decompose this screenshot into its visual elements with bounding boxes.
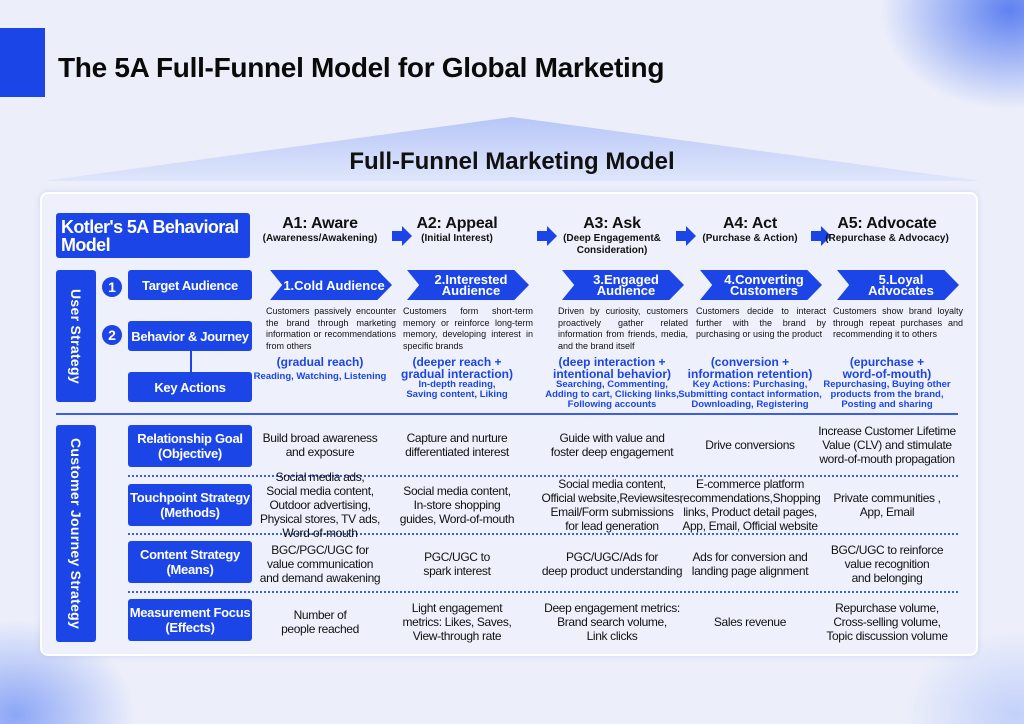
journey-cell: Number of people reached	[281, 608, 359, 636]
journey-cell: BGC/UGC to reinforce value recognition a…	[830, 543, 944, 585]
key-actions-label: Key Actions	[128, 372, 252, 402]
key-actions-text: In-depth reading, Saving content, Liking	[406, 379, 508, 400]
journey-cell: Light engagement metrics: Likes, Saves, …	[402, 601, 512, 643]
connector-line	[190, 350, 192, 372]
stage-subtitle: (Repurchase & Advocacy)	[825, 233, 949, 244]
journey-cell: Increase Customer Lifetime Value (CLV) a…	[818, 424, 956, 466]
section-divider	[56, 413, 958, 415]
key-actions-text: Key Actions: Purchasing, Submitting cont…	[678, 379, 822, 410]
behavior-journey-label: Behavior & Journey	[128, 321, 252, 351]
stage-subtitle: (Purchase & Action)	[702, 233, 798, 244]
audience-emphasis: (gradual reach)	[276, 355, 364, 369]
journey-cell: Social media content, Official website,R…	[541, 477, 683, 533]
audience-emphasis: (deeper reach + gradual interaction)	[400, 355, 513, 381]
step-number-badge: 2	[102, 325, 122, 345]
stage-title: A5: Advocate	[837, 215, 937, 232]
stage-header: A5: Advocate (Repurchase & Advocacy)	[812, 215, 962, 245]
stage-header: A3: Ask (Deep Engagement& Consideration)	[537, 215, 687, 257]
audience-chevron: 2.Interested Audience	[407, 270, 529, 300]
arrow-right-icon	[392, 226, 412, 246]
stage-title: A4: Act	[722, 215, 777, 232]
key-actions-text: Searching, Commenting, Adding to cart, C…	[545, 379, 679, 410]
journey-row-label: Measurement Focus (Effects)	[128, 599, 252, 641]
stage-header: A2: Appeal (Initial Interest)	[382, 215, 532, 245]
journey-cell: BGC/PGC/UGC for value communication and …	[259, 543, 381, 585]
journey-cell: Social media content, In-store shopping …	[399, 484, 515, 526]
journey-row-label: Touchpoint Strategy (Methods)	[128, 484, 252, 526]
journey-cell: E-commerce platform recommendations,Shop…	[679, 477, 821, 533]
audience-description: Customers passively encounter the brand …	[266, 306, 396, 351]
audience-description: Customers form short-term memory or rein…	[403, 306, 533, 351]
step-number-badge: 1	[102, 277, 122, 297]
journey-row-label: Content Strategy (Means)	[128, 541, 252, 583]
audience-description: Driven by curiosity, customers proactive…	[558, 306, 688, 351]
page-title: The 5A Full-Funnel Model for Global Mark…	[58, 52, 665, 83]
customer-journey-label: Customer Journey Strategy	[56, 425, 96, 642]
arrow-right-icon	[537, 226, 557, 246]
key-actions-text: Repurchasing, Buying other products from…	[823, 379, 951, 410]
journey-cell: Guide with value and foster deep engagem…	[550, 431, 674, 459]
roof-shape	[44, 117, 981, 181]
journey-cell: Capture and nurture differentiated inter…	[405, 431, 509, 459]
model-label: Kotler's 5A Behavioral Model	[56, 213, 250, 258]
stage-header: A4: Act (Purchase & Action)	[675, 215, 825, 245]
audience-chevron: 1.Cold Audience	[270, 270, 392, 300]
audience-emphasis: (conversion + information retention)	[687, 355, 813, 381]
journey-row-label: Relationship Goal (Objective)	[128, 425, 252, 467]
journey-cell: Private communities , App, Email	[833, 491, 941, 519]
stage-subtitle: (Deep Engagement& Consideration)	[563, 233, 661, 256]
stage-subtitle: (Initial Interest)	[421, 233, 493, 244]
audience-emphasis: (deep interaction + intentional behavior…	[552, 355, 671, 381]
journey-cell: Repurchase volume, Cross-selling volume,…	[826, 601, 948, 643]
key-actions-text: Reading, Watching, Listening	[253, 371, 387, 382]
audience-description: Customers decide to interact further wit…	[696, 306, 826, 339]
audience-chevron: 5.Loyal Advocates	[837, 270, 959, 300]
stage-header: A1: Aware (Awareness/Awakening)	[245, 215, 395, 245]
journey-cell: Sales revenue	[713, 615, 787, 629]
row-divider	[128, 591, 958, 593]
row-divider	[128, 533, 958, 535]
title-accent-bar	[0, 28, 45, 97]
stage-subtitle: (Awareness/Awakening)	[262, 233, 378, 244]
stage-title: A3: Ask	[583, 215, 641, 232]
journey-cell: Build broad awareness and exposure	[262, 431, 378, 459]
journey-cell: Drive conversions	[705, 438, 795, 452]
journey-cell: PGC/UGC to spark interest	[423, 550, 491, 578]
arrow-right-icon	[676, 226, 696, 246]
target-audience-label: Target Audience	[128, 270, 252, 300]
journey-cell: Ads for conversion and landing page alig…	[691, 550, 809, 578]
journey-cell: PGC/UGC/Ads for deep product understandi…	[541, 550, 683, 578]
audience-chevron: 3.Engaged Audience	[562, 270, 684, 300]
audience-emphasis: (epurchase + word-of-mouth)	[842, 355, 932, 381]
journey-cell: Deep engagement metrics: Brand search vo…	[544, 601, 680, 643]
stage-title: A2: Appeal	[416, 215, 498, 232]
row-divider	[128, 475, 958, 477]
stage-title: A1: Aware	[282, 215, 358, 232]
arrow-right-icon	[811, 226, 831, 246]
journey-cell: Social media ads, Social media content, …	[259, 470, 381, 540]
roof-title: Full-Funnel Marketing Model	[349, 148, 675, 175]
audience-chevron: 4.Converting Customers	[700, 270, 822, 300]
audience-description: Customers show brand loyalty through rep…	[833, 306, 963, 339]
user-strategy-label: User Strategy	[56, 270, 96, 402]
